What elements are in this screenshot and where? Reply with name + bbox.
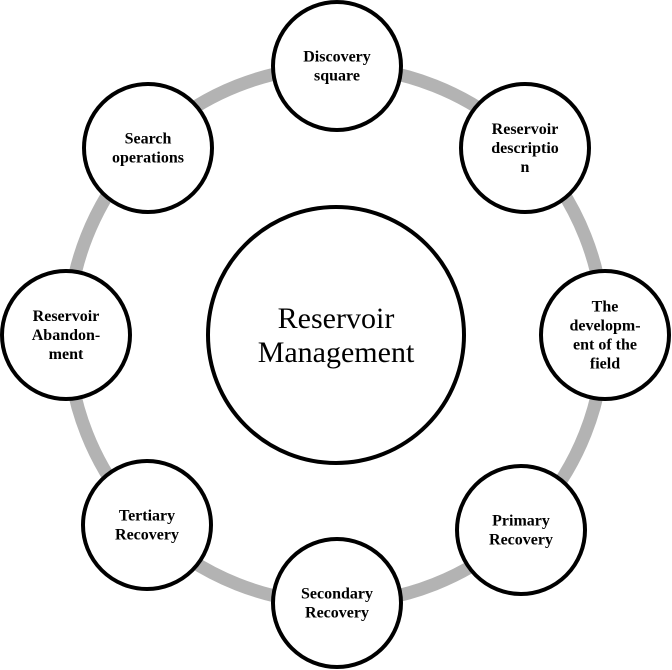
node-label-line: field <box>590 356 620 373</box>
node-label-line: ent of the <box>573 337 637 354</box>
node-label: Search operations <box>112 131 184 167</box>
node-circle <box>459 82 591 214</box>
node-label-line: Primary <box>492 513 550 530</box>
node-label-line: descriptio <box>491 140 559 157</box>
node-circle <box>271 0 403 132</box>
node-label-line: Recovery <box>305 605 369 622</box>
node-circle <box>81 459 213 591</box>
node-circle <box>271 537 403 669</box>
node-development-of-field: The developm-ent of the field <box>539 269 671 401</box>
node-circle <box>82 82 214 214</box>
node-label-line: square <box>314 68 360 85</box>
node-circle <box>455 464 587 596</box>
node-circle <box>0 269 132 401</box>
node-circle <box>539 269 671 401</box>
node-search-operations: Search operations <box>82 82 214 214</box>
node-label-line: Discovery <box>303 49 371 66</box>
node-label-line: Tertiary <box>119 508 175 525</box>
node-label-line: Reservoir <box>33 308 100 325</box>
node-label-line: ment <box>49 346 84 363</box>
center-circle <box>206 205 466 465</box>
node-label-line: Recovery <box>489 532 553 549</box>
node-label: Reservoir descriptio n <box>491 121 559 176</box>
center-title-line: Management <box>258 336 415 369</box>
node-label-line: n <box>521 159 530 176</box>
center-title-line: Reservoir <box>278 302 395 335</box>
node-label-line: developm- <box>569 318 640 335</box>
node-label-line: operations <box>112 150 184 167</box>
node-label: The developm-ent of the field <box>569 299 640 373</box>
node-label-line: Recovery <box>115 527 179 544</box>
node-label-line: Abandon- <box>32 327 100 344</box>
node-label-line: Reservoir <box>492 121 559 138</box>
node-label-line: Secondary <box>301 586 373 603</box>
node-label-line: The <box>592 299 619 316</box>
node-label: Discovery square <box>303 49 371 85</box>
node-reservoir-description: Reservoir descriptio n <box>459 82 591 214</box>
node-discovery-square: Discovery square <box>271 0 403 132</box>
node-label-line: Search <box>125 131 172 148</box>
